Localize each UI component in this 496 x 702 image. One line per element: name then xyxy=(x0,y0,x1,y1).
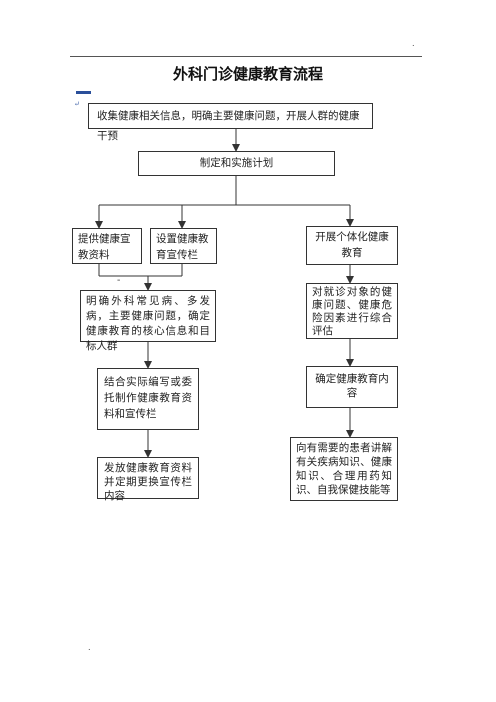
step-individual-education: 开展个体化健康教育 xyxy=(306,226,398,265)
step-identify-core-info: 明确外科常见病、多发病，主要健康问题，确定健康教育的核心信息和目标人群 xyxy=(80,290,216,352)
dash-mark: - xyxy=(117,275,121,286)
step-plan: 制定和实施计划 xyxy=(138,151,335,176)
step-setup-board: 设置健康教育宣传栏 xyxy=(150,228,217,264)
step-explain-to-patients: 向有需要的患者讲解有关疾病知识、健康知识、合理用药知识、自我保健技能等 xyxy=(290,437,398,501)
step-distribute-materials: 发放健康教育资料并定期更换宣传栏内容 xyxy=(97,457,199,502)
footer-dot-mark: . xyxy=(88,643,91,652)
header-dot-mark: . xyxy=(412,39,415,48)
step-provide-materials: 提供健康宣教资料 xyxy=(72,228,142,264)
page-title: 外科门诊健康教育流程 xyxy=(172,65,323,83)
anchor-icon xyxy=(76,91,91,94)
paragraph-mark: ↵ xyxy=(74,100,80,108)
step-collect-info: 收集健康相关信息，明确主要健康问题，开展人群的健康干预 xyxy=(88,103,373,142)
step-assess-patients: 对就诊对象的健康问题、健康危险因素进行综合评估 xyxy=(306,283,398,339)
step-determine-content: 确定健康教育内容 xyxy=(306,366,398,408)
header-rule xyxy=(70,56,422,57)
step-compile-materials: 结合实际编写或委托制作健康教育资料和宣传栏 xyxy=(97,368,199,430)
